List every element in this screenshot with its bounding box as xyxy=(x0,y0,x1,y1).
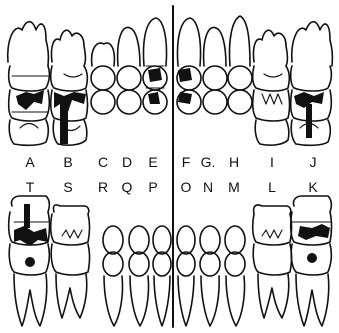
label-upper-4: E xyxy=(148,154,157,170)
upper-arch xyxy=(8,16,333,145)
label-upper-2: C xyxy=(98,154,108,170)
label-lower-6: N xyxy=(203,179,213,195)
tooth-upper-molar-3 xyxy=(253,30,290,145)
tooth-upper-premolar-1 xyxy=(91,43,115,114)
label-lower-0: T xyxy=(26,179,35,195)
tooth-lower-molar-2 xyxy=(51,205,90,318)
label-upper-5: F xyxy=(182,154,191,170)
label-upper-7: H xyxy=(229,154,239,170)
label-upper-3: D xyxy=(122,154,132,170)
lower-arch xyxy=(9,196,332,326)
label-upper-0: A xyxy=(25,154,35,170)
label-lower-5: O xyxy=(181,179,192,195)
tooth-upper-premolar-3 xyxy=(203,27,227,114)
label-lower-7: M xyxy=(228,179,240,195)
tooth-upper-molar-2 xyxy=(51,30,88,145)
label-lower-4: P xyxy=(148,179,157,195)
upper-decay-marks xyxy=(16,68,324,144)
label-upper-9: J xyxy=(310,154,317,170)
label-lower-8: L xyxy=(268,179,276,195)
label-lower-9: K xyxy=(308,179,318,195)
tooth-upper-premolar-2 xyxy=(117,27,141,114)
tooth-lower-molar-3 xyxy=(253,205,292,318)
label-lower-2: R xyxy=(98,179,108,195)
tooth-upper-premolar-4 xyxy=(228,16,252,114)
label-lower-1: S xyxy=(63,179,72,195)
label-upper-6: G. xyxy=(201,154,216,170)
tooth-upper-molar-1 xyxy=(8,22,50,146)
label-lower-3: Q xyxy=(122,179,133,195)
upper-labels: A B C D E F G. H I J xyxy=(25,154,316,170)
label-upper-8: I xyxy=(270,154,274,170)
label-upper-1: B xyxy=(63,154,72,170)
